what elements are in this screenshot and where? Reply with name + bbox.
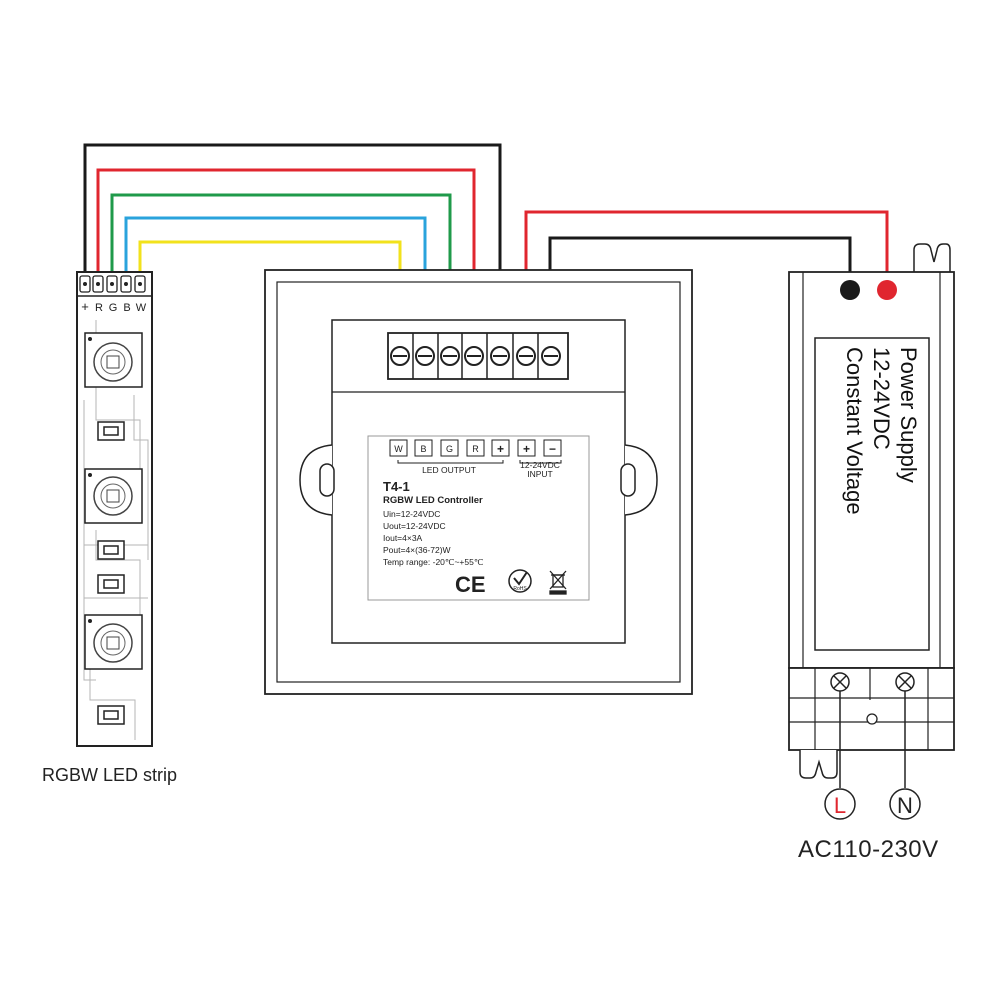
terminal-label-minus-in: − [549,442,556,456]
ac-live-label: L [834,793,846,818]
strip-pin-g: G [109,302,118,314]
terminal-label-plus-in: + [523,442,530,456]
strip-pin-b: B [123,302,130,314]
terminal-label-g: G [446,444,453,454]
wire-red [96,168,476,355]
strip-resistors [97,421,125,725]
terminal-label-r: R [472,444,479,454]
psu-line-type: Constant Voltage [842,347,867,515]
rohs-icon: RoHS [508,569,532,593]
spec-uout: Uout=12-24VDC [383,521,446,531]
ac-caption: AC110-230V [798,836,939,863]
spec-iout: Iout=4×3A [383,533,423,543]
led-strip: + R G B W [76,271,153,747]
led-chip-2 [84,468,143,524]
strip-pin-r: R [95,302,103,314]
input-group-label-1: 12-24VDC [520,460,560,470]
controller-inner-frame [276,281,681,683]
psu-label-panel [814,337,930,651]
terminal-label-w: W [394,444,403,454]
psu-bottom-tab [799,750,838,779]
spec-pout: Pout=4×(36-72)W [383,545,451,555]
led-chip-1 [84,332,143,388]
psu-bottom-block [788,667,955,751]
psu-label-text: Power Supply 12-24VDC Constant Voltage [818,345,924,645]
psu-line-title: Power Supply [896,347,921,483]
psu-label-rotated: Power Supply 12-24VDC Constant Voltage [834,347,922,647]
strip-pad-dots [83,282,142,286]
mounting-ear-right [620,444,658,516]
ac-neutral-terminal [889,788,921,820]
spec-uin: Uin=12-24VDC [383,509,440,519]
terminal-label-b: B [420,444,426,454]
spec-temp: Temp range: -20℃~+55℃ [383,557,484,567]
psu-line-voltage: 12-24VDC [869,347,894,450]
rohs-text: RoHS [513,586,527,592]
terminal-label-plus-out: + [497,442,504,456]
psu-negative-terminal [840,280,860,300]
psu-positive-terminal [877,280,897,300]
ac-neutral-label: N [897,793,913,818]
controller-label: W B G R + + − LED OUTPUT 12-24VDC INPUT … [367,435,590,601]
power-supply: L N [788,243,955,820]
output-group-label: LED OUTPUT [422,465,476,475]
psu-screw-live [830,672,850,692]
terminal-label-boxes [389,439,562,457]
psu-top-tab [913,243,951,272]
wire-black-positive [83,143,502,355]
strip-pin-plus: + [81,299,89,314]
led-chip-3 [84,614,143,670]
mounting-ear-left [299,444,335,516]
ac-live-terminal [824,788,856,820]
weee-bin-icon [549,570,567,595]
ce-mark: CE [455,572,486,597]
controller: W B G R + + − LED OUTPUT 12-24VDC INPUT … [264,269,693,695]
psu-screw-neutral [895,672,915,692]
input-group-label-2: INPUT [527,469,553,479]
terminal-block [387,332,569,380]
controller-model: T4-1 [383,479,410,494]
strip-caption: RGBW LED strip [42,765,178,785]
controller-name: RGBW LED Controller [383,495,483,506]
strip-pin-w: W [136,302,147,314]
